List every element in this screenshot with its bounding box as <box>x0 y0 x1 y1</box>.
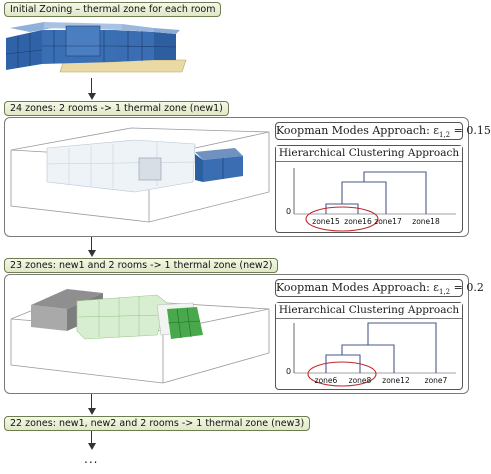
dendrogram-leaf-label: zone12 <box>382 376 410 385</box>
dendrogram-leaf-label: zone18 <box>412 217 440 226</box>
dendrogram-leaf-label: zone15 <box>312 217 340 226</box>
dendrogram-leaf-label: zone8 <box>349 376 372 385</box>
building-render-step2 <box>10 289 270 384</box>
step-panel-23-zones: Koopman Modes Approach: ε1,2 = 0.2 Hiera… <box>4 274 484 394</box>
arrow-connector <box>91 431 93 444</box>
dendrogram-chart: 0 zone15 zone16 zone17 zone18 <box>286 168 456 232</box>
arrow-head <box>88 443 96 450</box>
hierarchical-clustering-box: Hierarchical Clustering Approach 0 zone6… <box>275 302 463 390</box>
step-label-23-zones: 23 zones: new1 and 2 rooms -> 1 thermal … <box>4 258 279 273</box>
hierarchical-clustering-title: Hierarchical Clustering Approach <box>276 303 462 319</box>
initial-building-render <box>5 22 187 73</box>
arrow-head <box>88 250 96 257</box>
step-panel-24-zones: Koopman Modes Approach: ε1,2 = 0.15 Hier… <box>4 117 491 237</box>
step-label-initial: Initial Zoning – thermal zone for each r… <box>4 2 222 17</box>
merge-highlight-ellipse <box>307 361 377 387</box>
arrow-connector <box>91 237 93 250</box>
arrow-connector <box>91 394 93 408</box>
step-label-22-zones: 22 zones: new1, new2 and 2 rooms -> 1 th… <box>4 416 311 431</box>
koopman-text: Koopman Modes Approach: ε <box>276 281 439 294</box>
dendrogram-leaf-label: zone16 <box>344 217 372 226</box>
koopman-value: = 0.2 <box>450 281 484 294</box>
hierarchical-clustering-box: Hierarchical Clustering Approach 0 zone1… <box>275 145 463 233</box>
dendrogram-zero: 0 <box>286 367 291 376</box>
koopman-value: = 0.15 <box>450 124 491 137</box>
koopman-subscript: 1,2 <box>438 131 451 140</box>
dendrogram-leaf-label: zone7 <box>425 376 448 385</box>
step-label-24-zones: 24 zones: 2 rooms -> 1 thermal zone (new… <box>4 101 229 116</box>
merge-highlight-ellipse <box>305 206 379 232</box>
koopman-modes-label: Koopman Modes Approach: ε1,2 = 0.15 <box>275 122 491 140</box>
dendrogram-leaf-label: zone6 <box>315 376 338 385</box>
koopman-subscript: 1,2 <box>438 288 451 297</box>
koopman-text: Koopman Modes Approach: ε <box>276 124 439 137</box>
arrow-head <box>88 408 96 415</box>
koopman-modes-label: Koopman Modes Approach: ε1,2 = 0.2 <box>275 279 484 297</box>
arrow-head <box>88 93 96 100</box>
hierarchical-clustering-title: Hierarchical Clustering Approach <box>276 146 462 162</box>
arrow-connector <box>91 78 93 93</box>
dendrogram-leaf-label: zone17 <box>374 217 402 226</box>
continuation-dots: ... <box>84 452 99 466</box>
dendrogram-chart: 0 zone6 zone8 zone12 zone7 <box>286 322 456 387</box>
dendrogram-links <box>325 171 427 214</box>
dendrogram-zero: 0 <box>286 207 291 216</box>
building-render-step1 <box>10 127 270 223</box>
dendrogram-links <box>325 322 437 373</box>
